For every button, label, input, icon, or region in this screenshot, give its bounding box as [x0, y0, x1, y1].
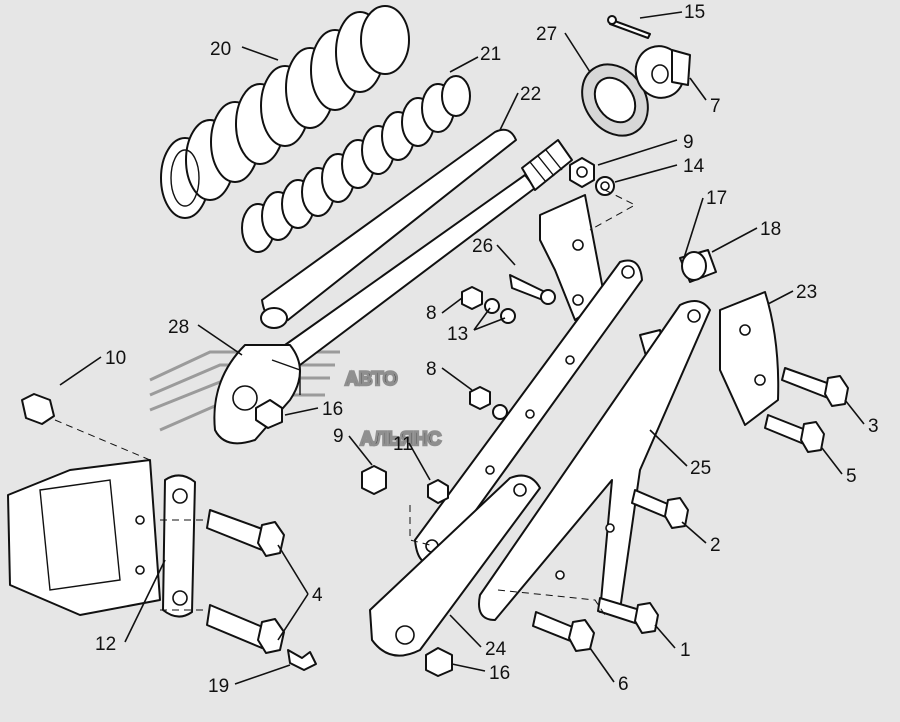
- small-coil-spring: [241, 75, 471, 253]
- upper-bracket: [509, 194, 606, 321]
- watermark-line2: АЛЬЯНС: [360, 429, 442, 450]
- callout-5: 5: [846, 466, 857, 487]
- assembly-lines: [54, 189, 637, 616]
- callout-20: 20: [210, 39, 231, 60]
- callout-14: 14: [683, 156, 705, 177]
- watermark-line1: АВТО: [345, 369, 398, 390]
- callout-7: 7: [710, 96, 721, 117]
- callout-28: 28: [168, 317, 189, 338]
- watermark-swoosh: [149, 350, 340, 432]
- callout-labels: 20 21 22 27 15 7 9 14 17 18 26 23 8 13 2…: [95, 2, 879, 697]
- lower-link: [369, 474, 541, 657]
- callout-9-mid: 9: [333, 426, 344, 447]
- callout-10: 10: [105, 348, 126, 369]
- callout-8-top: 8: [426, 303, 437, 324]
- callout-18: 18: [760, 219, 781, 240]
- bushing: [679, 249, 717, 283]
- callout-13: 13: [447, 324, 468, 345]
- callout-1: 1: [680, 640, 691, 661]
- side-plate: [719, 291, 780, 426]
- callout-9-top: 9: [683, 132, 694, 153]
- spring-rod: [213, 139, 573, 445]
- callout-27: 27: [536, 24, 557, 45]
- callout-24: 24: [485, 639, 507, 660]
- long-arm: [414, 259, 665, 565]
- bolts-right: [287, 367, 849, 671]
- callout-22: 22: [520, 84, 541, 105]
- nut-washer-top: [569, 157, 615, 196]
- callout-6: 6: [618, 674, 629, 695]
- callout-4: 4: [312, 585, 323, 606]
- link-plate: [162, 474, 196, 618]
- callout-8-mid: 8: [426, 359, 437, 380]
- callout-16-bottom: 16: [489, 663, 510, 684]
- callout-19: 19: [208, 676, 229, 697]
- callout-15: 15: [684, 2, 705, 23]
- large-coil-spring: [160, 5, 410, 219]
- bolts-4: [206, 509, 285, 654]
- nuts-and-washers: [21, 286, 516, 677]
- callout-17: 17: [706, 188, 727, 209]
- callout-23: 23: [796, 282, 817, 303]
- callout-21: 21: [480, 44, 501, 65]
- callout-12: 12: [95, 634, 116, 655]
- callout-11: 11: [393, 434, 413, 455]
- watermark-logo: АВТО АЛЬЯНС: [149, 350, 443, 451]
- leader-lines: [59, 11, 865, 685]
- left-housing: [7, 459, 161, 616]
- bearing-assembly: [581, 15, 691, 137]
- callout-25: 25: [690, 458, 711, 479]
- callout-3: 3: [868, 416, 879, 437]
- callout-2: 2: [710, 535, 721, 556]
- callout-26: 26: [472, 236, 493, 257]
- callout-16-left: 16: [322, 399, 343, 420]
